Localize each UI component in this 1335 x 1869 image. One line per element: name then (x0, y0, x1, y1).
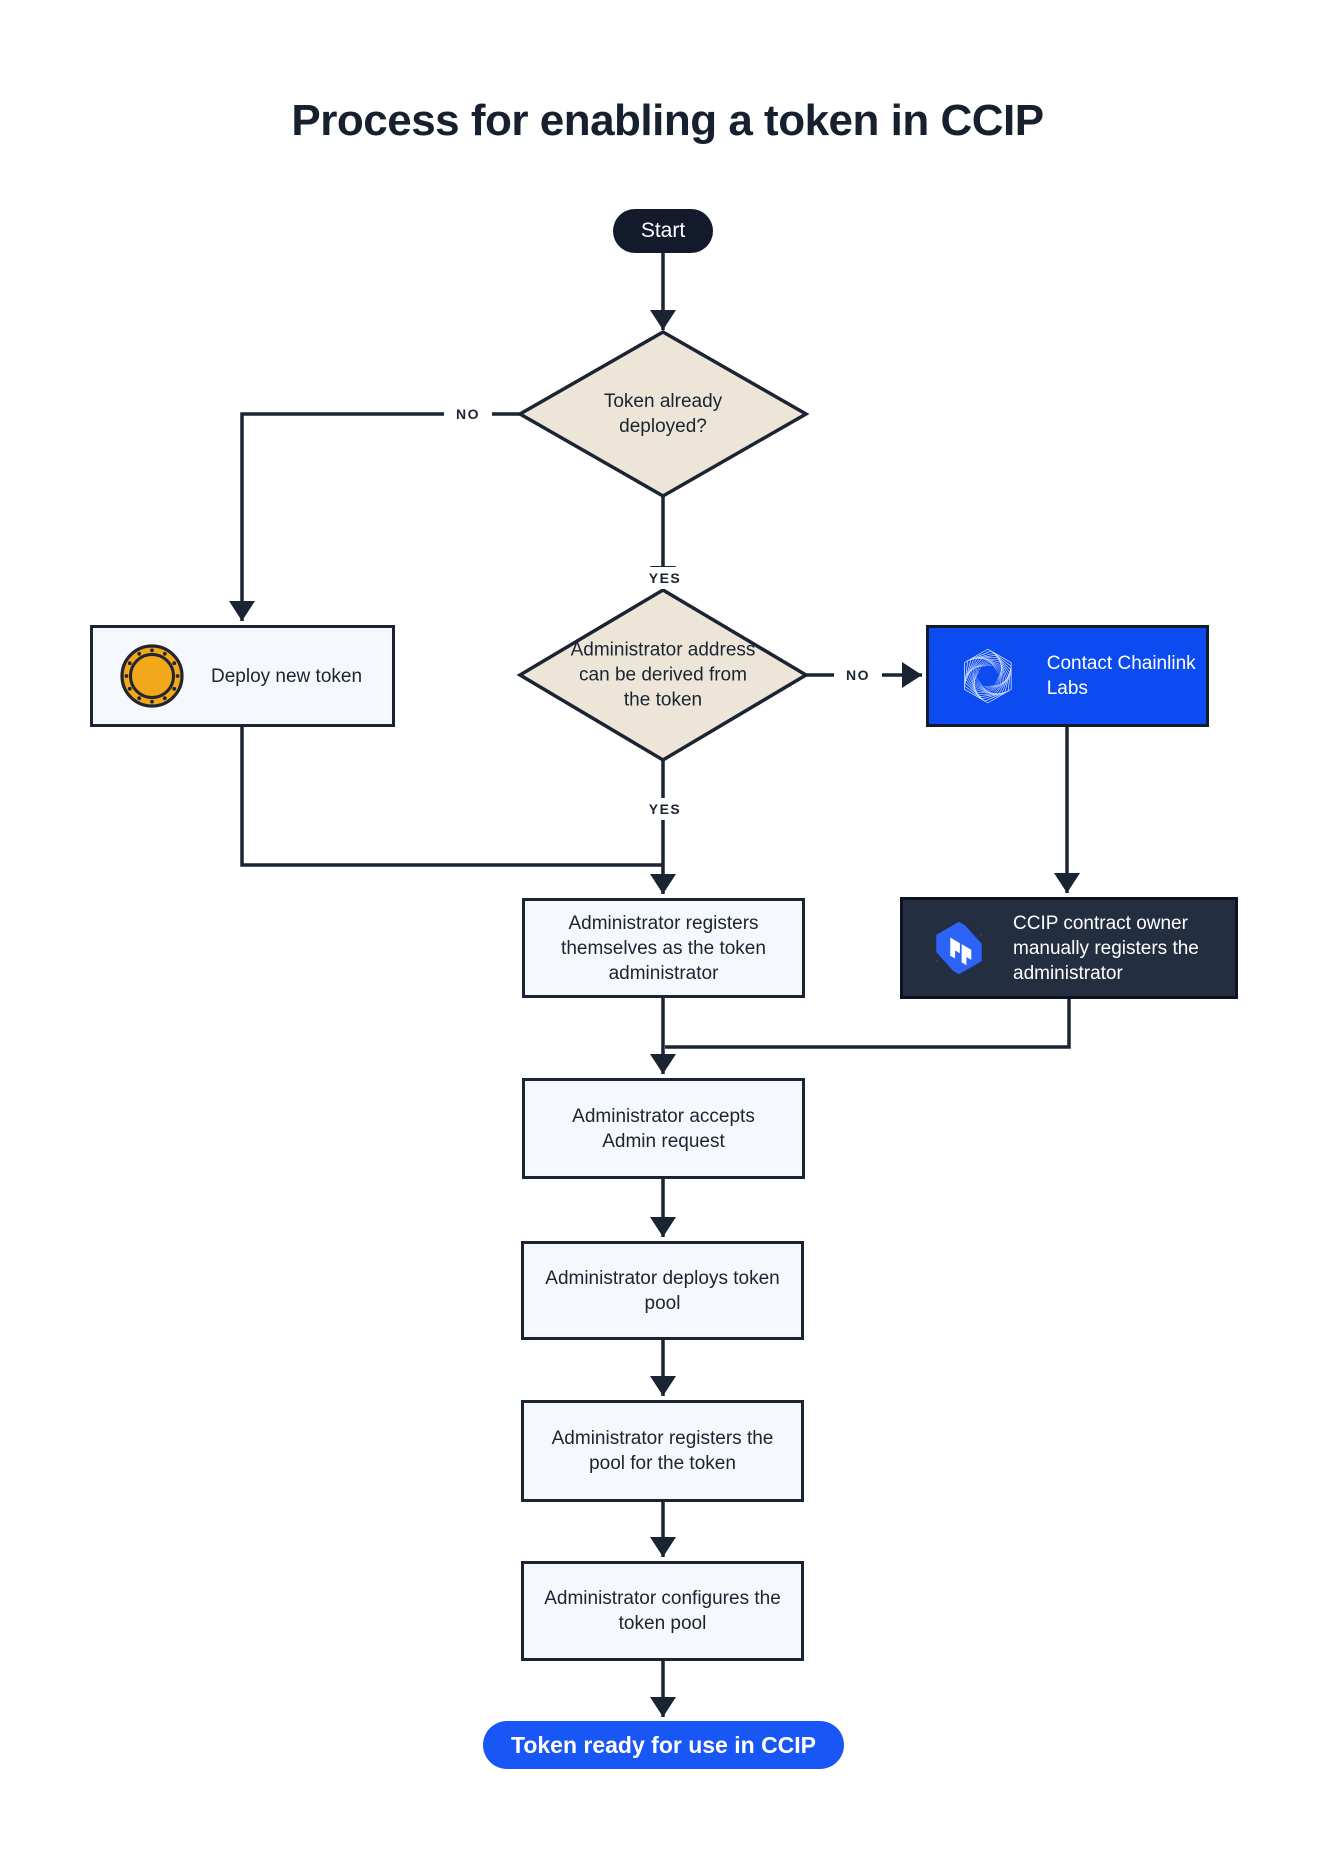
edge-label-no-2: NO (834, 664, 882, 686)
token-ready-node: Token ready for use in CCIP (483, 1721, 844, 1769)
chainlink-spiral-icon (964, 648, 1012, 704)
manual-register-node: CCIP contract owner manually registers t… (900, 897, 1238, 999)
contact-chainlink-node: Contact Chainlink Labs (926, 625, 1209, 727)
page-title: Process for enabling a token in CCIP (291, 96, 1044, 145)
decision-token-deployed-label: Token already deployed? (603, 391, 723, 437)
decision-admin-derived-shape (516, 587, 810, 763)
start-node: Start (613, 209, 713, 253)
token-coin-icon (120, 644, 184, 708)
deploy-pool-node: Administrator deploys token pool (521, 1241, 804, 1340)
edge-label-yes-2: YES (636, 798, 694, 820)
accept-request-node: Administrator accepts Admin request (522, 1078, 805, 1179)
decision-token-deployed-shape (516, 329, 810, 499)
edge-label-yes-1: YES (636, 567, 694, 589)
configure-pool-label: Administrator configures the token pool (544, 1588, 781, 1634)
deploy-new-token-node: Deploy new token (90, 625, 395, 727)
edge-label-no-1: NO (444, 403, 492, 425)
register-pool-node: Administrator registers the pool for the… (521, 1400, 804, 1502)
start-label: Start (640, 219, 686, 242)
register-pool-label: Administrator registers the pool for the… (551, 1428, 774, 1474)
register-self-label: Administrator registers themselves as th… (561, 912, 766, 984)
manual-register-label: CCIP contract owner manually registers t… (1013, 912, 1199, 984)
edge-manual-merge (665, 999, 1071, 1049)
configure-pool-node: Administrator configures the token pool (521, 1561, 804, 1661)
token-ready-label: Token ready for use in CCIP (510, 1731, 817, 1758)
register-self-node: Administrator registers themselves as th… (522, 898, 805, 998)
edge-decision1-no (229, 412, 520, 621)
deploy-new-token-label: Deploy new token (211, 665, 363, 687)
ccip-cube-icon (932, 921, 986, 975)
decision-admin-derived-label: Administrator address can be derived fro… (570, 639, 756, 711)
deploy-pool-label: Administrator deploys token pool (545, 1267, 780, 1314)
contact-chainlink-label: Contact Chainlink Labs (1046, 653, 1196, 699)
edge-deploy-merge (240, 727, 663, 867)
accept-request-label: Administrator accepts Admin request (572, 1105, 755, 1152)
